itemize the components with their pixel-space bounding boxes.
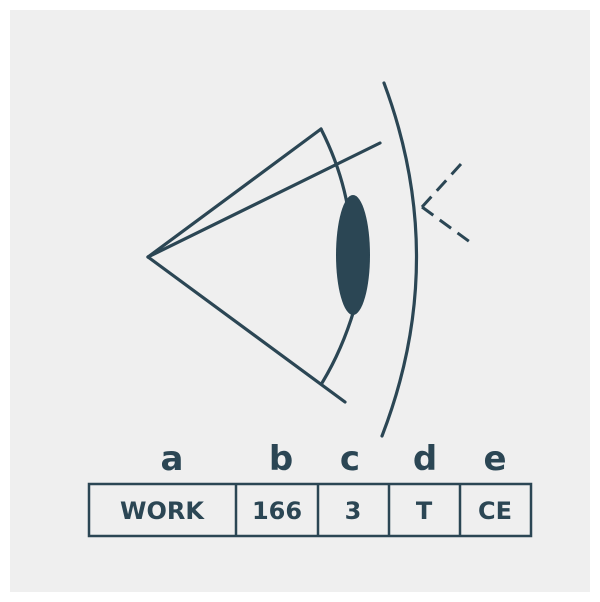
lower-eye-line [148, 257, 345, 402]
label-d: d [413, 439, 437, 479]
lens-ellipse [336, 195, 370, 315]
upper-eye-line [148, 129, 321, 257]
label-e: e [483, 439, 506, 479]
cell-e: CE [478, 497, 512, 525]
label-b: b [269, 439, 293, 479]
cell-d: T [416, 497, 433, 525]
cell-c: 3 [345, 497, 362, 525]
dashed-ray-upper [422, 164, 461, 207]
label-c: c [340, 439, 360, 479]
label-a: a [161, 439, 184, 479]
contact-lens-curve [382, 83, 417, 436]
cornea-lower-arc [322, 310, 354, 383]
cell-a: WORK [120, 497, 205, 525]
cell-b: 166 [252, 497, 302, 525]
dashed-ray-lower [422, 207, 474, 245]
